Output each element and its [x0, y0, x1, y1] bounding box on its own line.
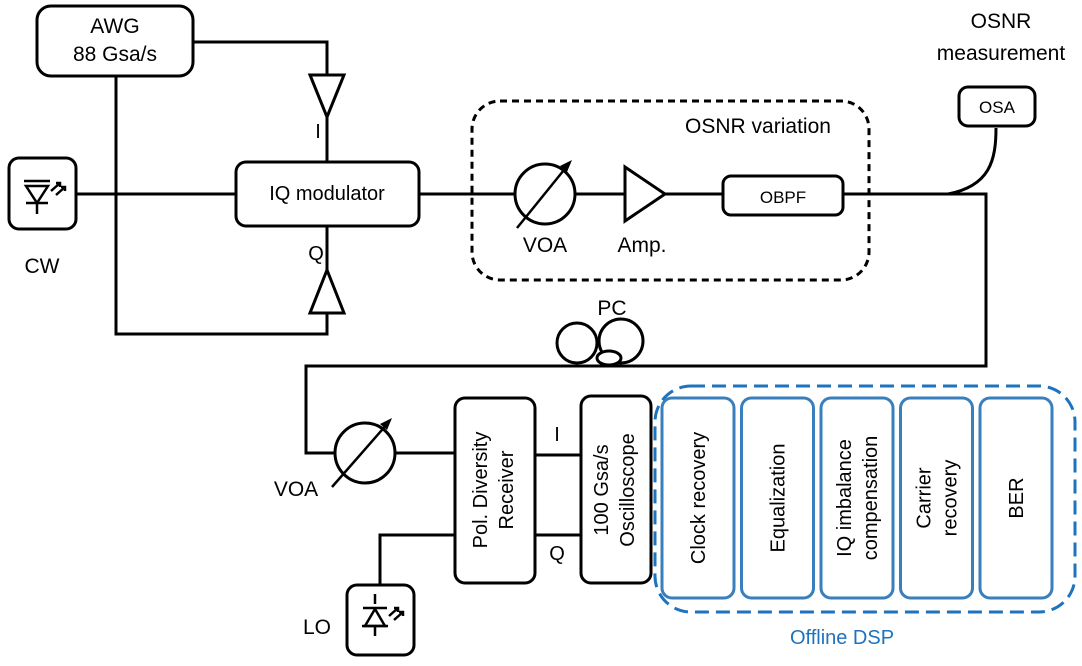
awg-label: AWG: [90, 15, 139, 38]
awg-box: [35, 4, 195, 78]
voa-rx-arrow: [331, 422, 389, 488]
offline-dsp-group: [653, 384, 1077, 614]
lo-laser: LO: [303, 583, 416, 657]
awg-q-wire: [114, 75, 329, 336]
awg-i-wire: [193, 40, 329, 75]
pc-loop-center-icon: [595, 349, 623, 367]
obpf-box: [721, 174, 845, 217]
cw-label: CW: [25, 255, 60, 278]
main-fiber-return: [304, 192, 988, 455]
oscilloscope-box: [579, 394, 653, 585]
fiber-and-wire-lines: [76, 40, 998, 585]
iq-modulator-label: IQ modulator: [269, 183, 385, 205]
receiver-box: [453, 396, 537, 585]
osnr-measurement-label-line1: OSNR: [971, 10, 1032, 33]
optical-amplifier-icon: [623, 164, 668, 224]
dsp-stage-box: [978, 396, 1054, 600]
dsp-stage-box: [740, 396, 815, 600]
pc-loop-left-icon: [555, 321, 599, 365]
voa-rx-arrowhead: [380, 418, 392, 430]
voa-tx-arrowhead: [560, 160, 572, 172]
dsp-stage-label: IQ imbalance: [834, 439, 856, 557]
voa-tx-arrow: [516, 164, 569, 229]
dsp-stage-label: Equalization: [768, 444, 790, 553]
i-tx-label: I: [315, 121, 321, 143]
oscilloscope-label-line1: 100 Gsa/s: [591, 444, 613, 535]
osa-tap-fiber: [947, 127, 998, 196]
oscilloscope-label-line2: Oscilloscope: [617, 433, 639, 546]
laser-diode-icon: [23, 179, 67, 214]
amp-label: Amp.: [617, 234, 666, 257]
dsp-stage-label: BER: [1006, 477, 1028, 518]
lo-fiber: [378, 533, 455, 585]
q-rx-label: Q: [549, 543, 565, 565]
dsp-stage-box: [819, 396, 895, 600]
q-driver-amplifier-icon: [307, 265, 347, 315]
cw-laser: CW: [7, 156, 78, 278]
q-tx-label: Q: [308, 243, 324, 265]
voa-tx-label: VOA: [523, 234, 567, 257]
offline-dsp-label: Offline DSP: [790, 627, 894, 649]
polarization-controller: PC: [555, 297, 645, 367]
awg-rate-label: 88 Gsa/s: [73, 43, 157, 66]
dsp-stage-label: recovery: [940, 460, 962, 537]
dsp-stage-label: Carrier: [914, 467, 936, 528]
i-rx-label: I: [554, 424, 560, 446]
obpf-label: OBPF: [760, 188, 806, 207]
voa-tx: VOA: [513, 160, 577, 257]
dsp-stage-box: [899, 396, 974, 600]
osa-label: OSA: [979, 98, 1016, 117]
osnr-variation-label: OSNR variation: [685, 115, 831, 138]
awg-block: AWG 88 Gsa/s: [35, 4, 195, 78]
dsp-stage-box: [660, 396, 736, 600]
osnr-variation-group: [470, 99, 871, 282]
voa-rx: VOA: [274, 418, 397, 501]
dsp-stage-label: Clock recovery: [688, 432, 710, 564]
osnr-measurement-label-line2: measurement: [937, 42, 1066, 65]
dsp-stage-label: compensation: [860, 436, 882, 561]
iq-modulator-box: [234, 160, 421, 228]
i-driver-amplifier-icon: [307, 73, 347, 121]
receiver-label-line2: Receiver: [496, 450, 518, 529]
osa-box: [957, 85, 1037, 128]
voa-rx-label: VOA: [274, 478, 318, 501]
lo-label: LO: [303, 616, 331, 639]
pc-label: PC: [597, 297, 626, 320]
lo-laser-diode-icon: [362, 594, 405, 636]
receiver-label-line1: Pol. Diversity: [470, 432, 492, 549]
